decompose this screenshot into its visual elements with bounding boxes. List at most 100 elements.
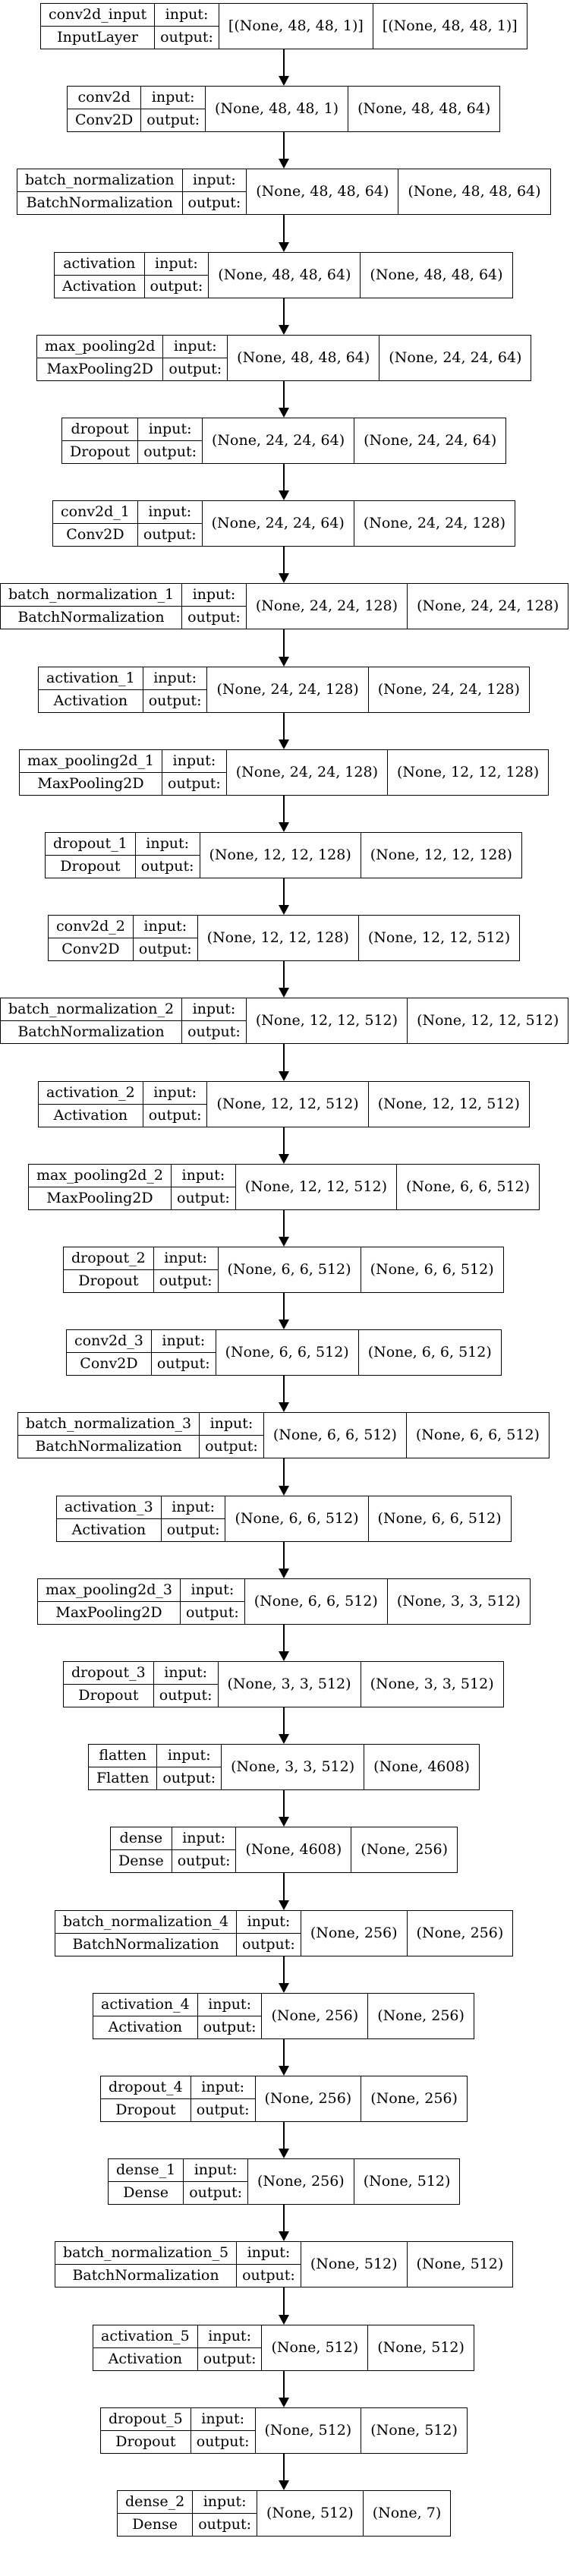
layer-name: dense_2	[118, 2491, 193, 2514]
input-label: input:	[138, 418, 202, 441]
input-shape: (None, 48, 48, 1)	[206, 87, 349, 132]
output-label: output:	[143, 443, 197, 460]
input-label: input:	[155, 4, 219, 27]
output-label: output:	[196, 2101, 250, 2118]
output-shape: (None, 24, 24, 128)	[363, 515, 506, 532]
edge-line	[282, 2205, 285, 2233]
layer-type: Conv2D	[66, 526, 124, 544]
layer-name: conv2d_3	[67, 1330, 151, 1354]
input-label: input:	[157, 1745, 222, 1768]
edge-line	[282, 629, 285, 657]
io-label-cell: input:output:	[200, 1413, 264, 1458]
output-shape: (None, 512)	[363, 2173, 451, 2190]
edge-line	[282, 795, 285, 823]
layer-name: dense	[111, 1827, 172, 1851]
layer-type: Activation	[53, 692, 128, 709]
input-shape: (None, 512)	[256, 2407, 362, 2453]
layer-name: activation_5	[93, 2325, 197, 2348]
output-label: output:	[160, 29, 213, 46]
input-label: input:	[197, 2325, 262, 2348]
input-label: input:	[153, 1662, 218, 1685]
output-label: output:	[148, 692, 202, 709]
io-label-cell: input: output:	[155, 4, 219, 49]
input-shape: (None, 512)	[257, 2491, 364, 2536]
layer-type: MaxPooling2D	[46, 1189, 153, 1206]
input-label: input:	[182, 169, 247, 193]
input-shape: (None, 6, 6, 512)	[216, 1330, 359, 1376]
input-shape: (None, 24, 24, 64)	[203, 501, 354, 547]
input-shape: (None, 48, 48, 64)	[209, 252, 361, 298]
layer-type: MaxPooling2D	[37, 774, 144, 792]
layer-type: Dropout	[115, 2433, 176, 2450]
layer-type: Activation	[71, 1521, 146, 1538]
output-shape: (None, 512)	[370, 2421, 458, 2439]
edge-line	[282, 1044, 285, 1072]
input-label: input:	[133, 916, 197, 939]
edge-line	[282, 132, 285, 160]
edge-line	[282, 547, 285, 575]
layer-type: Dense	[132, 2516, 178, 2533]
arrow-head-icon	[278, 1153, 289, 1164]
io-label-cell: input:output:	[135, 833, 200, 878]
output-shape: (None, 12, 12, 512)	[377, 1095, 520, 1112]
input-shape: (None, 256)	[248, 2159, 354, 2205]
layer-type: Activation	[108, 2018, 183, 2035]
input-label: input:	[141, 87, 206, 110]
layer-type: Activation	[108, 2350, 183, 2367]
io-label-cell: input:output:	[191, 2076, 256, 2121]
arrow-head-icon	[278, 1402, 289, 1413]
io-label-cell: input:output:	[133, 916, 198, 961]
output-shape: (None, 12, 12, 512)	[417, 1012, 559, 1029]
input-shape: (None, 6, 6, 512)	[225, 1496, 369, 1541]
layer-name: conv2d_2	[49, 916, 133, 939]
arrow-head-icon	[278, 739, 289, 749]
layer-type: Conv2D	[80, 1355, 138, 1373]
output-shape: (None, 256)	[416, 1924, 504, 1941]
output-shape: (None, 24, 24, 128)	[417, 597, 559, 615]
input-label: input:	[172, 1165, 235, 1187]
layer-type: BatchNormalization	[35, 1438, 182, 1455]
input-shape: (None, 256)	[256, 2076, 362, 2121]
output-shape: (None, 24, 24, 64)	[364, 432, 497, 449]
output-label: output:	[196, 2433, 250, 2450]
arrow-head-icon	[278, 822, 289, 832]
input-shape: (None, 12, 12, 128)	[200, 833, 361, 878]
edge-line	[282, 1790, 285, 1818]
input-label: input:	[172, 1827, 236, 1851]
arrow-head-icon	[278, 2480, 289, 2490]
layer-name: dropout_1	[46, 833, 135, 856]
input-shape: (None, 6, 6, 512)	[245, 1578, 388, 1624]
io-label-cell: input:output:	[144, 252, 209, 298]
layer-type: Dropout	[78, 1687, 139, 1704]
io-label-cell: input:output:	[162, 749, 227, 795]
input-label: input:	[182, 584, 246, 607]
output-shape: (None, 256)	[377, 2007, 465, 2024]
input-label: input:	[191, 2408, 255, 2431]
output-label: output:	[140, 858, 194, 875]
output-label: output:	[159, 1272, 213, 1289]
layer-name: batch_normalization	[17, 169, 182, 193]
